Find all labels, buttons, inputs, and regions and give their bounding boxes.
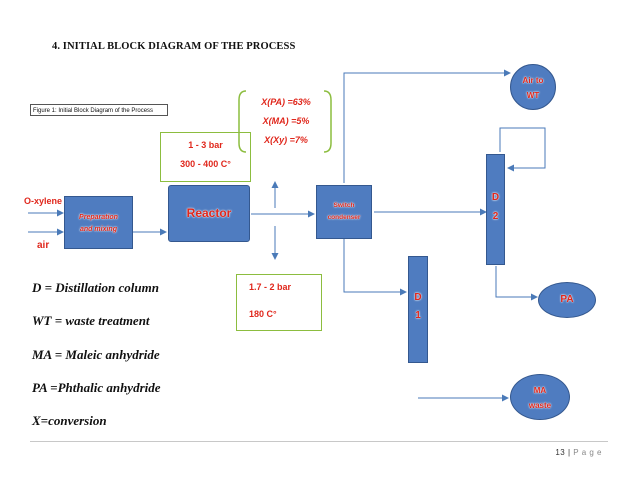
arrow-d2-recycle — [499, 127, 546, 172]
block-switch-condenser: Switch condenser — [316, 185, 372, 239]
feed-air: air — [37, 240, 50, 251]
page-footer: 13 | P a g e — [555, 448, 602, 457]
mawaste-line1: MA — [533, 386, 547, 395]
reactor-temperature: 300 - 400 C° — [180, 159, 231, 169]
pa-label: PA — [560, 294, 574, 305]
column-d1: D 1 — [408, 256, 428, 363]
mawaste-line2: waste — [528, 401, 552, 410]
figure-caption: Figure 1: Initial Block Diagram of the P… — [30, 104, 168, 116]
d1-letter: D — [414, 292, 422, 303]
d1-number: 1 — [415, 310, 421, 321]
d2-letter: D — [491, 192, 500, 203]
footer-divider — [30, 441, 608, 442]
conversion-ma: X(MA) =5% — [262, 116, 310, 126]
reactor-label: Reactor — [186, 206, 232, 220]
arrow-condenser-to-airwt — [343, 69, 511, 183]
ellipse-pa: PA — [538, 282, 596, 318]
conversions: X(PA) =63% X(MA) =5% X(Xy) =7% — [246, 93, 326, 150]
block-preparation: Preparation and mixing — [64, 196, 133, 249]
arrow-condenser-to-d1 — [343, 239, 407, 296]
d2-number: 2 — [492, 211, 499, 222]
airwt-line1: Air to — [522, 76, 544, 85]
page-heading: 4. INITIAL BLOCK DIAGRAM OF THE PROCESS — [52, 41, 296, 52]
prep-line2: and mixing — [80, 226, 117, 233]
conversion-pa: X(PA) =63% — [261, 97, 311, 107]
arrow-d2-to-pa — [495, 266, 538, 301]
condenser-conditions-box: 1.7 - 2 bar 180 C° — [236, 274, 322, 331]
condenser-line2: condenser — [327, 214, 361, 221]
page-number: 13 — [555, 448, 566, 457]
column-d2: D 2 — [486, 154, 505, 265]
reactor-pressure: 1 - 3 bar — [188, 140, 223, 150]
legend-maleic: MA = Maleic anhydride — [32, 347, 160, 362]
feed-oxylene: O-xylene — [24, 196, 63, 206]
condenser-pressure: 1.7 - 2 bar — [249, 282, 292, 292]
legend-waste-treatment: WT = waste treatment — [32, 313, 150, 328]
ellipse-air-to-wt: Air to WT — [510, 64, 556, 110]
conversion-xy: X(Xy) =7% — [264, 135, 308, 145]
reactor-conditions-box: 1 - 3 bar 300 - 400 C° — [160, 132, 251, 182]
legend-conversion: X=conversion — [32, 413, 107, 428]
prep-line1: Preparation — [79, 214, 118, 221]
airwt-line2: WT — [526, 91, 540, 100]
condenser-temperature: 180 C° — [249, 309, 277, 319]
page-separator: | — [567, 448, 571, 457]
page-label: P a g e — [573, 448, 602, 457]
block-reactor: Reactor — [168, 185, 250, 242]
conversion-brackets — [238, 90, 332, 153]
condenser-line1: Switch — [333, 202, 355, 209]
legend-phthalic: PA =Phthalic anhydride — [32, 380, 161, 395]
legend-distillation: D = Distillation column — [32, 280, 159, 295]
ellipse-ma-waste: MA waste — [510, 374, 570, 420]
